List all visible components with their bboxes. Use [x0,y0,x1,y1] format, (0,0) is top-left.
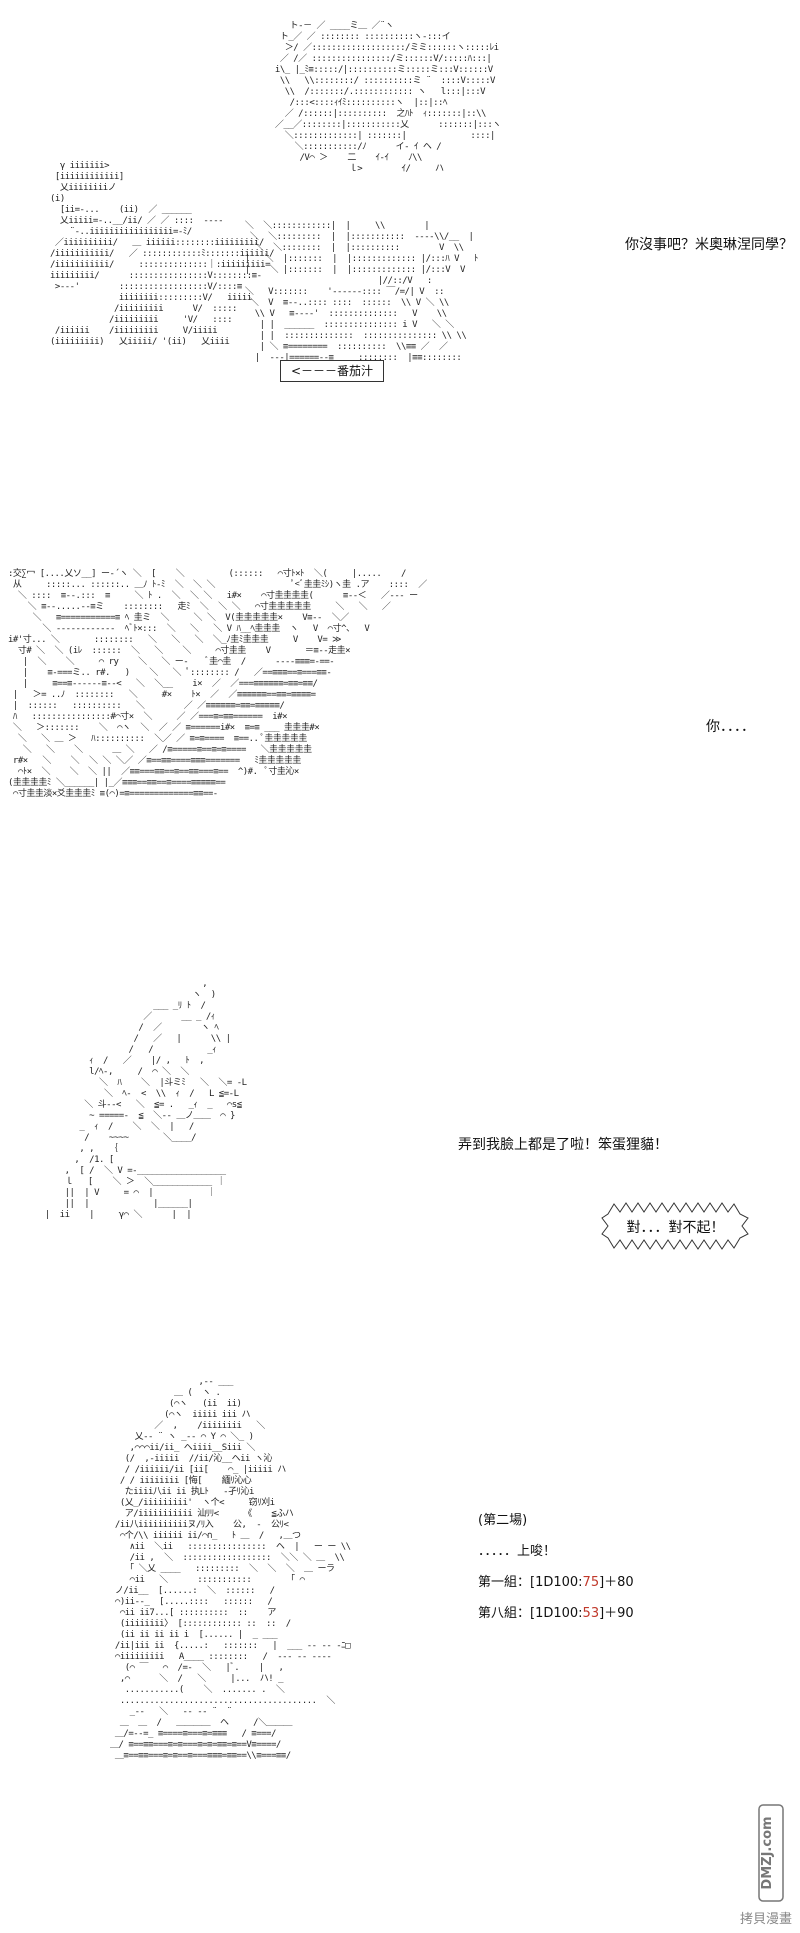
group-8-suffix: ]＋90 [599,1606,634,1621]
group-1-suffix: ]＋80 [599,1575,634,1590]
site-logo: DMZJ.com [756,1803,786,1903]
round-title: (第二場) [478,1513,528,1528]
ascii-art-character-seated: ,-- ___ ＿ ( ヽ . (⌒ヽ (ii ii) (⌒ヽ iiiii ii… [110,1377,351,1761]
ascii-art-splash-scene: :交∑冖 [....乂ソ__] ー-´ヽ ＼ [ ＼ (:::::: ⌒寸ﾄ×ﾄ… [8,569,427,799]
spiky-bubble-outline [601,1202,749,1250]
group-1-roll-value: 75 [582,1575,600,1590]
ascii-art-character-left: γ iiiiiii> [iiiiiiiiiiii] 乂iiiiiiiiノ (i)… [50,161,275,358]
panel-3: , ヽ ) ___ _ﾘ ﾄ / ／ __ _ /ｨ / ／ ヽ ﾍ / ／ |… [0,960,800,1350]
group-1-label: 第一組：[1D100: [478,1575,583,1590]
group-8-label: 第八組：[1D100: [478,1606,583,1621]
apology-speech-bubble: 對．．．對不起！ [598,1200,753,1252]
panel-4: ,-- ___ ＿ ( ヽ . (⌒ヽ (ii ii) (⌒ヽ iiiii ii… [0,1360,800,1933]
group-8-roll-value: 53 [582,1606,600,1621]
ascii-art-character-embarrassed: , ヽ ) ___ _ﾘ ﾄ / ／ __ _ /ｨ / ／ ヽ ﾍ / ／ |… [44,979,247,1220]
apology-bubble-text: 對．．．對不起！ [626,1220,725,1236]
dmzj-logo-icon: DMZJ.com [758,1804,784,1902]
round-cue: ．．．．．上唆！ [478,1544,557,1559]
ascii-art-background-lines: ＼ ＼::::::::::::| | \\ | ＼ ＼::::::::: | |… [244,221,478,363]
ascii-art-character-top: ト-－ ／ ____ミ＿ ／¨ヽ ト_／ ／ :::::::: ::::::::… [274,21,501,174]
tomato-juice-label: <－－－番茄汁 [280,360,385,382]
group-8-roll: 第八組：[1D100:53]＋90 [478,1605,634,1623]
panel-3-caption: 弄到我臉上都是了啦！笨蛋狸貓！ [458,1137,668,1153]
logo-text: DMZJ.com [760,1816,775,1889]
panel-2-caption: 你．．．． [706,719,755,735]
panel-2: :交∑冖 [....乂ソ__] ー-´ヽ ＼ [ ＼ (:::::: ⌒寸ﾄ×ﾄ… [0,552,800,947]
group-1-roll: 第一組：[1D100:75]＋80 [478,1574,634,1592]
watermark: 拷貝漫畫 [739,1912,792,1927]
panel-1: ト-－ ／ ____ミ＿ ／¨ヽ ト_／ ／ :::::::: ::::::::… [0,0,800,545]
panel-1-caption: 你沒事吧？米奧琳涅同學？ [625,237,793,253]
